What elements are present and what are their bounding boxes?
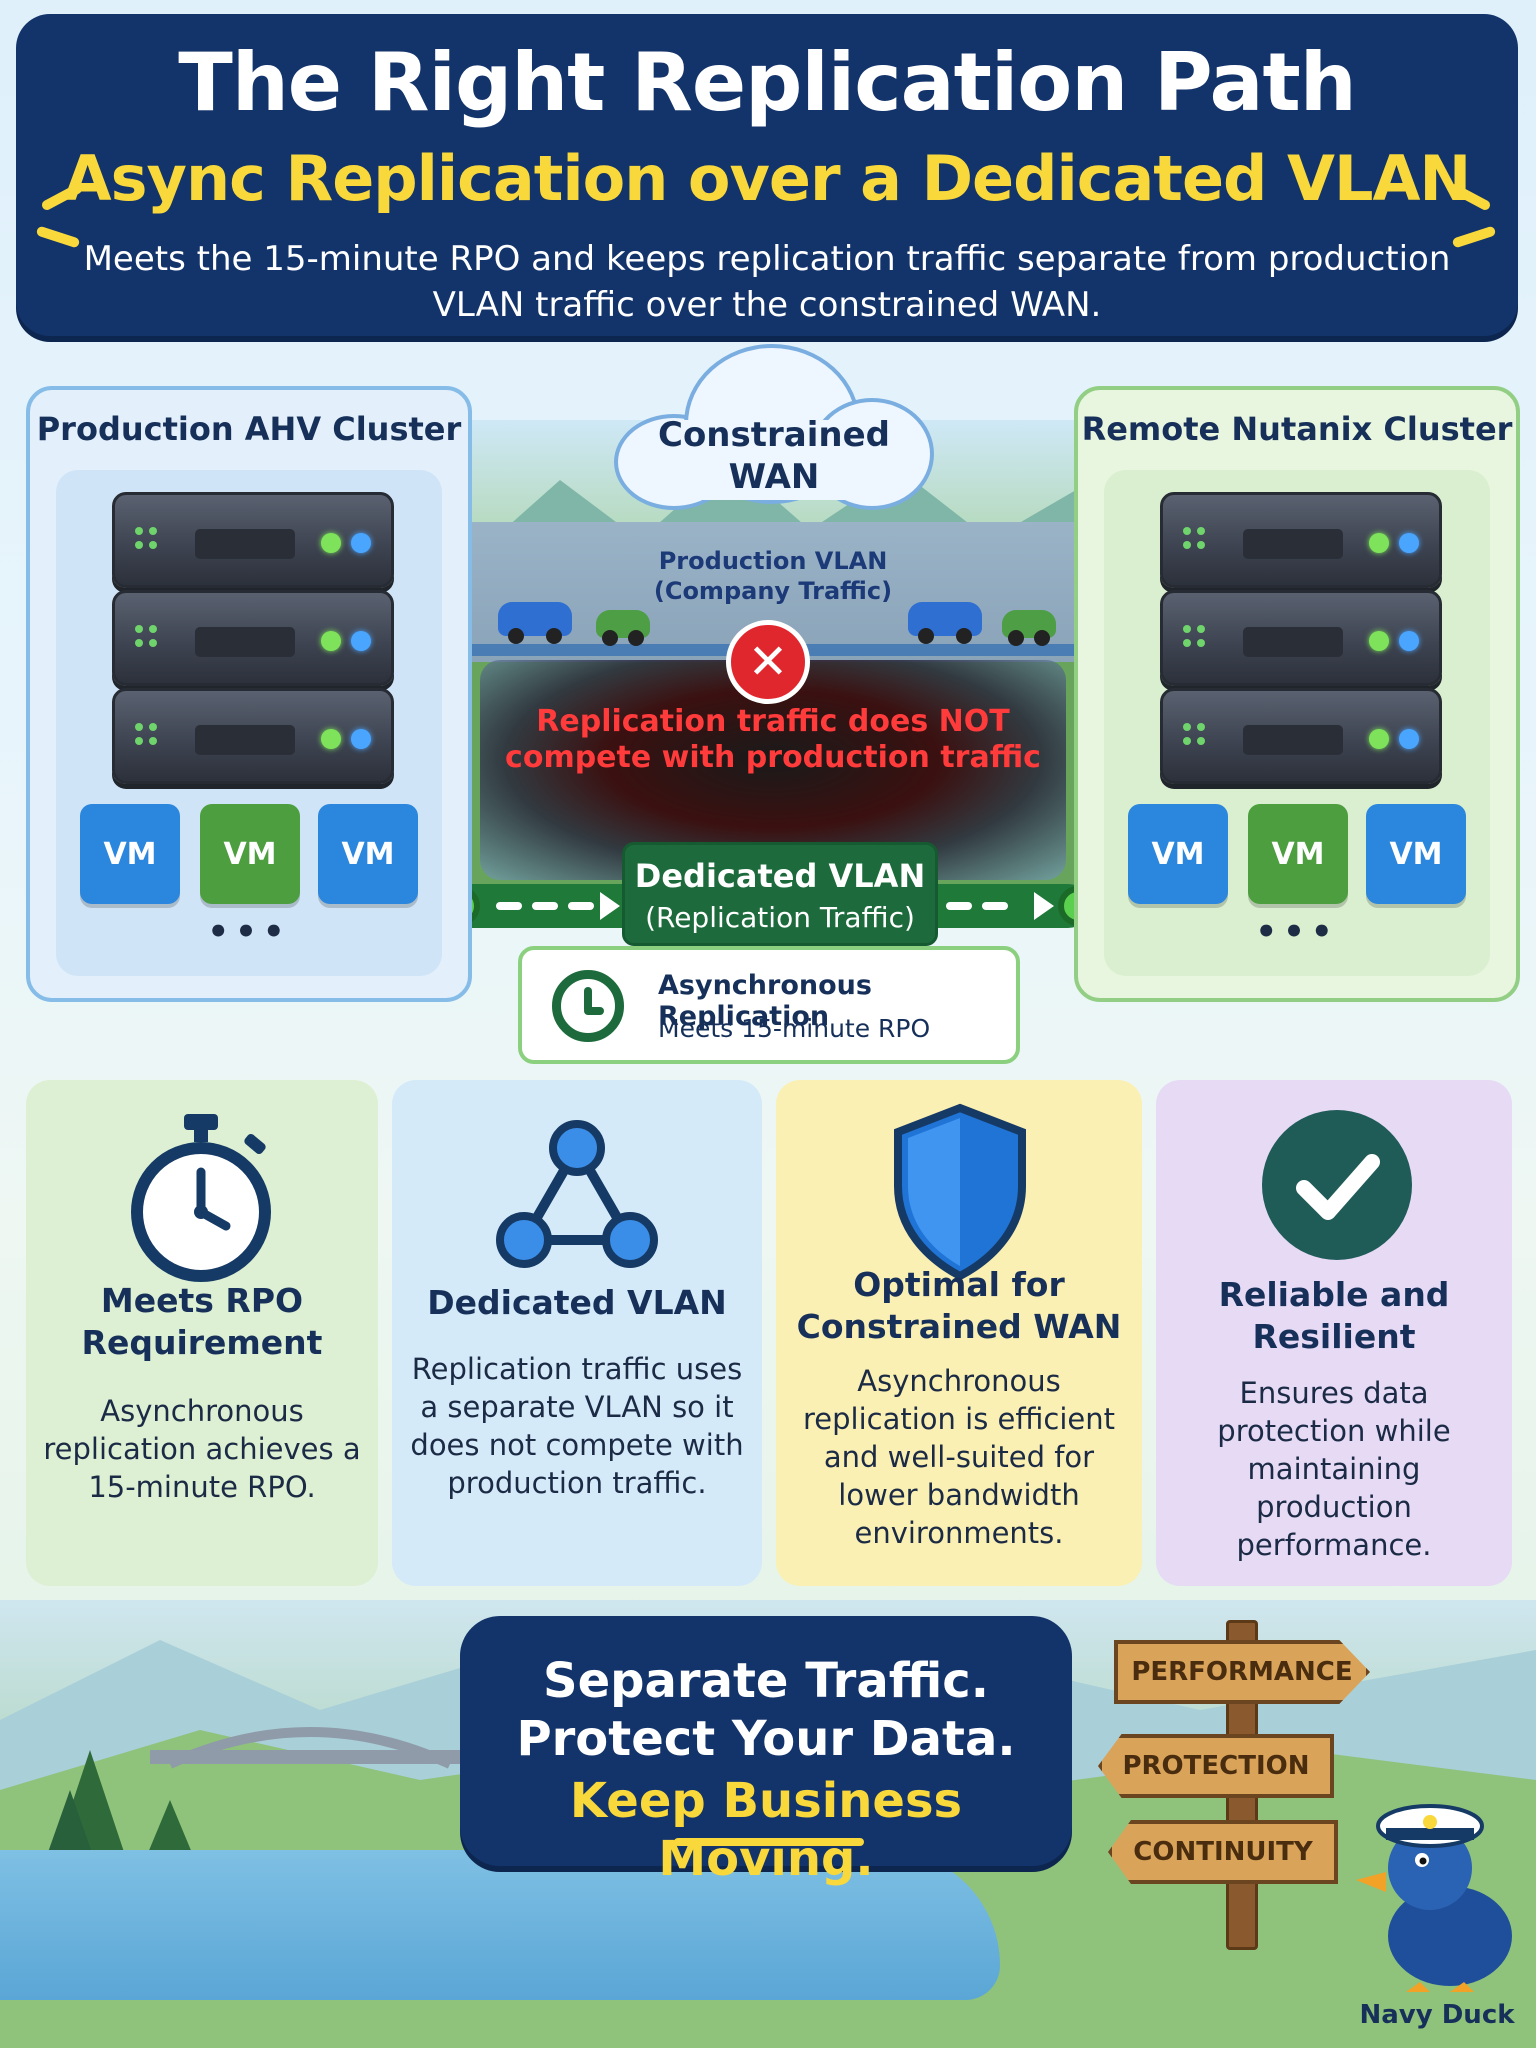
server-icon <box>112 688 394 784</box>
slogan-line-3: Keep Business Moving. <box>569 1773 963 1887</box>
check-icon <box>1262 1110 1412 1260</box>
sign-protection: PROTECTION <box>1098 1734 1334 1798</box>
card-body: Replication traffic uses a separate VLAN… <box>410 1352 744 1500</box>
more-vms-indicator: ••• <box>207 912 291 952</box>
slogan-line-1: Separate Traffic. <box>543 1653 989 1709</box>
remote-cluster-panel: Remote Nutanix Cluster VM VM VM ••• <box>1074 386 1520 1002</box>
server-icon <box>112 492 394 588</box>
production-vlan-label: Production VLAN (Company Traffic) <box>470 546 1076 606</box>
production-cluster-body: VM VM VM ••• <box>56 470 442 976</box>
sparkle-icon <box>35 225 81 249</box>
production-vlan-line2: (Company Traffic) <box>653 577 893 605</box>
clock-icon <box>552 970 624 1042</box>
dedicated-vlan-subtitle: (Replication Traffic) <box>645 901 915 934</box>
benefit-card-rpo: Meets RPO Requirement Asynchronous repli… <box>26 1080 378 1586</box>
car-icon <box>498 602 572 644</box>
benefit-card-vlan: Dedicated VLAN Replication traffic uses … <box>392 1080 762 1586</box>
header-banner: The Right Replication Path Async Replica… <box>16 14 1518 336</box>
remote-cluster-body: VM VM VM ••• <box>1104 470 1490 976</box>
slogan-underline <box>674 1838 864 1846</box>
page-title: The Right Replication Path <box>178 36 1356 129</box>
card-body: Ensures data protection while maintainin… <box>1217 1376 1451 1562</box>
card-title: Reliable and Resilient <box>1218 1275 1450 1356</box>
card-title: Optimal for Constrained WAN <box>796 1265 1122 1346</box>
wan-cloud: Constrained WAN <box>614 344 934 520</box>
signpost: PERFORMANCE PROTECTION CONTINUITY <box>1098 1610 1388 1950</box>
network-icon <box>496 1120 658 1268</box>
arrow-right-icon <box>1034 892 1054 920</box>
dedicated-vlan-title: Dedicated VLAN <box>634 857 926 895</box>
async-callout-subtitle: Meets 15-minute RPO <box>658 1014 931 1043</box>
car-icon <box>1002 610 1056 646</box>
async-replication-callout: Asynchronous Replication Meets 15-minute… <box>518 946 1020 1064</box>
sparkle-icon <box>1451 225 1497 249</box>
vm-badge: VM <box>318 804 418 904</box>
card-body: Asynchronous replication achieves a 15-m… <box>43 1394 361 1504</box>
dedicated-vlan-box: Dedicated VLAN (Replication Traffic) <box>622 842 938 946</box>
page-subtitle: Async Replication over a Dedicated VLAN <box>63 142 1472 215</box>
header-description: Meets the 15-minute RPO and keeps replic… <box>83 239 1451 325</box>
blocked-x-icon: ✕ <box>726 620 810 704</box>
server-icon <box>1160 590 1442 686</box>
server-icon <box>1160 688 1442 784</box>
vm-badge: VM <box>1248 804 1348 904</box>
slogan-banner: Separate Traffic. Protect Your Data. Kee… <box>460 1616 1072 1887</box>
production-vlan-line1: Production VLAN <box>658 547 888 575</box>
server-icon <box>112 590 394 686</box>
production-cluster-title: Production AHV Cluster <box>36 410 462 448</box>
vm-badge: VM <box>1128 804 1228 904</box>
mascot-label: Navy Duck <box>1359 2000 1515 2030</box>
vm-badge: VM <box>200 804 300 904</box>
production-cluster-panel: Production AHV Cluster VM VM VM ••• <box>26 386 472 1002</box>
sign-continuity: CONTINUITY <box>1108 1820 1338 1884</box>
contention-note: Replication traffic does NOT compete wit… <box>505 704 1041 775</box>
wan-label: Constrained WAN <box>658 415 890 497</box>
vm-badge: VM <box>1366 804 1466 904</box>
navy-duck-mascot-icon <box>1356 1804 1512 1992</box>
arrow-right-icon <box>600 892 620 920</box>
card-body: Asynchronous replication is efficient an… <box>803 1364 1115 1550</box>
slogan-line-2: Protect Your Data. <box>516 1711 1016 1767</box>
dashed-arrow-right <box>946 902 1046 910</box>
remote-cluster-title: Remote Nutanix Cluster <box>1081 410 1513 448</box>
vm-badge: VM <box>80 804 180 904</box>
river-illustration <box>0 1850 1000 2000</box>
more-vms-indicator: ••• <box>1255 912 1339 952</box>
async-callout-title: Asynchronous Replication <box>658 970 872 1032</box>
dashed-arrow-left <box>496 902 616 910</box>
car-icon <box>908 602 982 644</box>
sign-performance: PERFORMANCE <box>1114 1640 1370 1704</box>
shield-icon <box>894 1103 1026 1281</box>
benefit-card-wan: Optimal for Constrained WAN Asynchronous… <box>776 1080 1142 1586</box>
card-title: Meets RPO Requirement <box>81 1281 323 1362</box>
benefit-card-reliable: Reliable and Resilient Ensures data prot… <box>1156 1080 1512 1586</box>
card-title: Dedicated VLAN <box>427 1283 727 1322</box>
stopwatch-icon <box>131 1114 271 1282</box>
server-icon <box>1160 492 1442 588</box>
car-icon <box>596 610 650 646</box>
